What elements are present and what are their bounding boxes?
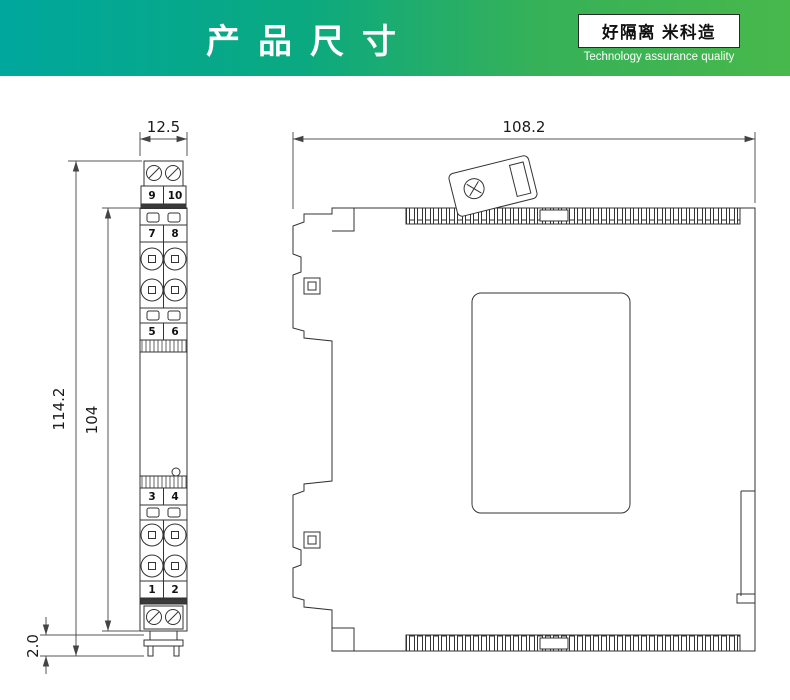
bottom-vent-slots: [405, 634, 741, 652]
terminal-label-6: 6: [171, 326, 178, 338]
dim-front-width: 12.5: [147, 118, 180, 136]
terminal-label-1: 1: [148, 584, 155, 596]
front-view: [139, 160, 188, 657]
clip-screw-icon: [463, 178, 485, 200]
top-vent-slots: [405, 207, 741, 225]
brand-badge-text: 好隔离 米科造: [578, 14, 740, 48]
page-title: 产品尺寸: [206, 22, 414, 61]
dim-total-height: 114.2: [50, 388, 68, 431]
terminal-label-4: 4: [171, 491, 178, 503]
brand-badge: 好隔离 米科造 Technology assurance quality: [578, 14, 740, 63]
label-panel: [471, 292, 631, 514]
terminal-label-8: 8: [171, 228, 178, 240]
brand-badge-subtitle: Technology assurance quality: [583, 51, 735, 63]
dim-side-width: 108.2: [503, 118, 546, 136]
dimension-lines: [40, 132, 756, 674]
header-banner: 产品尺寸 好隔离 米科造 Technology assurance qualit…: [0, 0, 790, 76]
dimension-labels: 12.5 108.2 114.2 104 2.0: [24, 118, 545, 658]
side-outline: [292, 207, 756, 652]
din-clip: [448, 155, 538, 217]
drawing-area: 12.5 108.2 114.2 104 2.0 9 10 7 8 5 6 3 …: [0, 76, 790, 700]
dim-body-height: 104: [83, 406, 101, 435]
terminal-label-5: 5: [148, 326, 155, 338]
terminal-label-3: 3: [148, 491, 155, 503]
terminal-label-2: 2: [171, 584, 178, 596]
terminal-labels: 9 10 7 8 5 6 3 4 1 2: [148, 190, 182, 596]
dim-foot-height: 2.0: [24, 634, 42, 658]
terminal-label-9: 9: [148, 190, 155, 202]
terminal-label-10: 10: [168, 190, 183, 202]
dimension-drawing: 12.5 108.2 114.2 104 2.0 9 10 7 8 5 6 3 …: [24, 118, 756, 674]
terminal-label-7: 7: [148, 228, 155, 240]
side-view: [292, 155, 756, 652]
